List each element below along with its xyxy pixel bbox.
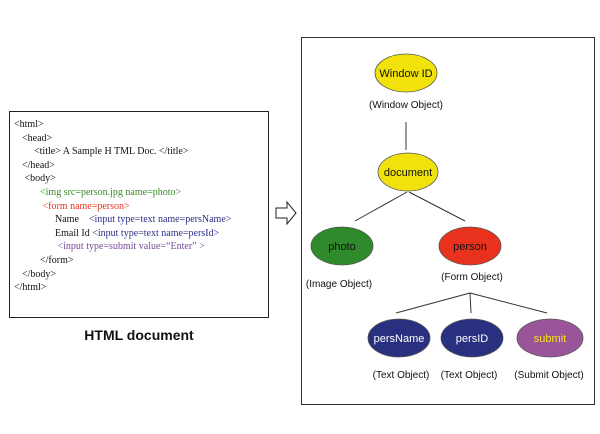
node-type-label: (Submit Object)	[514, 370, 583, 381]
code-token: <input type=submit value=“Enter” >	[55, 241, 205, 253]
node-label: person	[453, 241, 487, 253]
tree-node-persName: persName (Text Object)	[367, 318, 431, 381]
code-token: </form>	[40, 254, 74, 266]
node-type-label: (Text Object)	[441, 370, 498, 381]
code-token: </head>	[22, 159, 55, 171]
code-line: <input type=submit value=“Enter” >	[10, 240, 268, 254]
node-ellipse	[367, 318, 431, 358]
node-label: persID	[456, 333, 488, 345]
tree-node-submit: submit (Submit Object)	[514, 318, 584, 381]
code-token: Email Id	[55, 227, 93, 239]
tree-node-photo: photo (Image Object)	[306, 226, 374, 290]
code-token: <title> A Sample H TML Doc. </title>	[34, 146, 189, 158]
code-line: <form name=person>	[10, 200, 268, 214]
node-type-label: (Text Object)	[373, 370, 430, 381]
code-line: </html>	[10, 281, 268, 295]
node-label: Window ID	[379, 68, 432, 80]
code-token: <head>	[22, 132, 53, 144]
html-document-caption: HTML document	[84, 327, 194, 343]
tree-edge-person	[408, 191, 466, 222]
tree-edge-persID	[469, 292, 472, 314]
tree-node-window: Window ID (Window Object)	[369, 53, 443, 111]
code-line: <img src=person.jpg name=photo>	[10, 186, 268, 200]
node-label: photo	[328, 241, 356, 253]
node-label: submit	[534, 333, 566, 345]
code-line: Name <input type=text name=persName>	[10, 213, 268, 227]
code-line: </form>	[10, 254, 268, 268]
node-type-label: (Form Object)	[441, 272, 503, 283]
code-token: </body>	[22, 268, 57, 280]
tree-node-document: document	[377, 152, 439, 192]
right-arrow-icon	[275, 200, 297, 226]
node-label: persName	[374, 333, 425, 345]
code-token: <body>	[22, 173, 56, 185]
html-document-panel: <html> <head> <title> A Sample H TML Doc. …	[9, 111, 269, 318]
node-ellipse	[377, 152, 439, 192]
node-type-label: (Window Object)	[369, 100, 443, 111]
tree-edge-submit	[469, 292, 548, 314]
node-ellipse	[374, 53, 438, 93]
code-line: <head>	[10, 132, 268, 146]
tree-edge-photo	[354, 191, 408, 222]
code-token: <html>	[14, 119, 44, 130]
code-token: <input type=text name=persId>	[92, 227, 220, 239]
code-line: </head>	[10, 159, 268, 173]
tree-edge-persName	[395, 292, 471, 314]
node-ellipse	[440, 318, 504, 358]
code-token: Name	[55, 214, 89, 226]
tree-node-person: person (Form Object)	[438, 226, 503, 283]
code-line: </body>	[10, 268, 268, 282]
node-ellipse	[310, 226, 374, 266]
code-line: Email Id <input type=text name=persId>	[10, 227, 268, 241]
code-line: <title> A Sample H TML Doc. </title>	[10, 145, 268, 159]
node-label: document	[384, 167, 432, 179]
node-ellipse	[438, 226, 502, 266]
node-ellipse	[516, 318, 584, 358]
code-token: <form name=person>	[40, 200, 130, 212]
code-line: <html>	[10, 118, 268, 132]
node-type-label: (Image Object)	[306, 279, 372, 290]
tree-node-persID: persID (Text Object)	[440, 318, 504, 381]
code-line: <body>	[10, 172, 268, 186]
code-token: <input type=text name=persName>	[88, 214, 232, 226]
code-token: <img src=person.jpg name=photo>	[40, 186, 182, 198]
code-token: </html>	[14, 282, 47, 294]
